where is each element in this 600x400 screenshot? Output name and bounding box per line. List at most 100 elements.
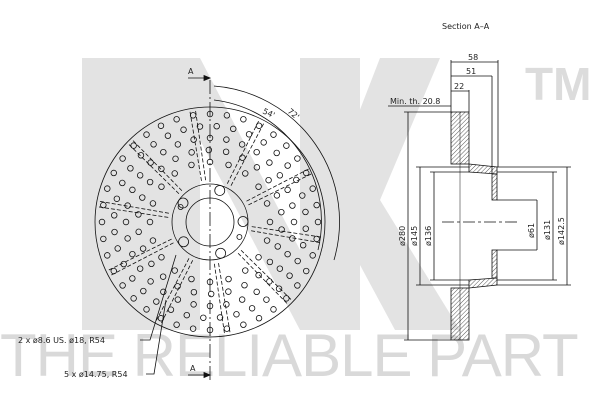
drill-hole [158,254,165,261]
drill-hole [302,225,309,232]
drill-hole [266,218,274,226]
drill-hole [255,254,262,261]
drill-hole [239,154,246,161]
drill-hole [136,172,144,179]
drill-hole [245,131,253,138]
drill-hole [104,252,111,259]
drill-hole [146,178,154,186]
drill-hole [274,243,281,250]
drill-hole [158,183,165,190]
note-bolt-holes: 5 x ø14.75, R54 [64,370,128,379]
drill-holes [98,110,322,334]
drill-hole [255,122,263,129]
drill-hole [225,161,232,169]
drill-hole [248,305,256,312]
drill-hole [135,228,142,236]
drill-hole [263,296,270,303]
bolt-hole [214,185,226,196]
drill-hole [113,195,121,202]
drill-hole [238,296,246,303]
drill-hole [278,226,285,233]
drill-hole [313,201,320,209]
drill-hole [171,267,178,274]
drill-hole [188,149,195,156]
dim-d145: ø145 [410,226,419,246]
drill-hole [253,288,260,296]
drill-hole [273,149,280,157]
drill-hole [110,169,117,177]
section-mark-bottom: A [190,364,196,373]
drill-hole [205,146,213,154]
drill-hole [157,315,165,322]
dim-51: 51 [466,67,476,76]
drill-hole [270,306,277,313]
drill-hole [111,228,118,236]
drill-hole [253,148,260,156]
drill-hole [225,288,232,295]
drill-hole [122,218,130,226]
drill-hole [164,132,172,139]
dim-d142-5: ø142.5 [557,217,566,245]
section-mark-top: A [188,67,194,76]
drill-hole [173,116,180,123]
small-hole [236,234,243,240]
drill-hole [270,131,277,138]
vane-line [213,263,225,335]
drill-hole [276,172,284,179]
drill-hole [314,218,322,226]
drill-hole [309,252,316,259]
drill-hole [283,142,290,149]
dim-d136: ø136 [424,226,433,246]
drill-hole [260,139,267,146]
drill-hole [143,131,150,138]
drill-hole [294,155,301,162]
drill-hole [284,250,291,258]
drill-hole [309,185,316,192]
drill-hole [111,212,118,219]
drill-hole [119,179,126,187]
drill-hole [140,287,147,295]
watermark-tagline: THE RELIABLE PART [0,322,579,389]
drill-hole [159,273,167,280]
drill-hole [302,208,309,216]
drill-hole [130,142,137,149]
drill-hole [216,314,224,321]
drill-hole [139,245,147,252]
drill-hole [104,185,111,192]
drill-hole [174,283,181,290]
drill-hole [127,165,134,172]
watermark-tm: TM [525,58,591,110]
drill-hole [223,325,231,332]
drill-hole [188,161,195,169]
drill-hole [223,301,230,308]
note-small-holes: 2 x ø8.6 US. ø18, R54 [18,336,105,345]
drill-hole [183,311,190,319]
drill-hole [143,306,150,313]
drill-hole [153,298,160,305]
drill-hole [241,282,248,289]
drill-hole [157,122,165,129]
drill-hole [223,136,230,143]
dim-22: 22 [454,82,464,91]
bolt-hole [178,236,189,248]
drill-hole [255,315,263,322]
drill-hole [160,148,167,156]
dim-58: 58 [468,53,478,62]
drill-hole [100,235,107,243]
drill-hole [230,125,237,133]
drill-hole [173,321,180,328]
drill-hole [190,288,198,296]
small-hole [177,204,184,210]
disc-section-view [388,60,571,341]
angle-label-72: 72' [286,107,301,122]
drill-hole [139,194,146,201]
drill-hole [190,301,197,308]
drill-hole [119,282,126,289]
drill-hole [275,285,283,292]
drill-hole [263,200,271,207]
drill-hole [240,116,247,123]
drill-hole [299,192,306,199]
drill-hole [278,208,285,216]
drill-hole [223,112,231,119]
